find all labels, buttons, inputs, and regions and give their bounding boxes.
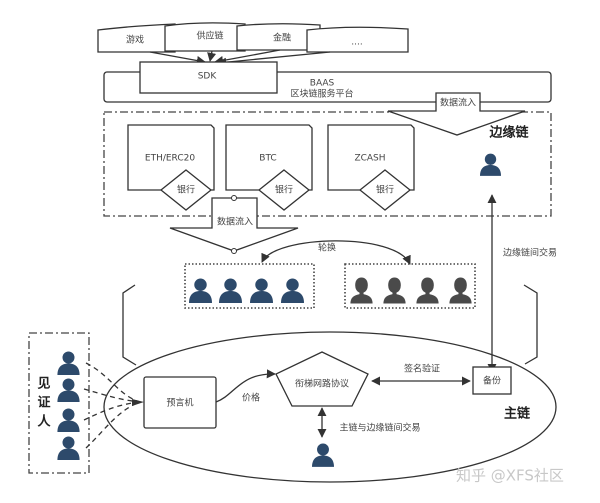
oracle-box — [143, 376, 217, 429]
witness-to-oracle-arrows — [83, 362, 144, 449]
chain-zcash-label: ZCASH — [354, 154, 385, 164]
baas-title: BAAS — [310, 79, 335, 89]
backup-box — [472, 366, 512, 395]
main-chain-user-icon — [312, 443, 334, 467]
chain-zcash: ZCASH 银行 — [327, 124, 415, 211]
sdk-label: SDK — [198, 72, 218, 82]
protocol-pentagon — [275, 351, 369, 407]
watermark: 知乎 @XFS社区 — [456, 467, 564, 485]
bank-label-zcash: 银行 — [376, 184, 394, 196]
signature-label: 签名验证 — [404, 363, 440, 375]
witness-title-char: 证 — [37, 396, 50, 411]
witness-icon — [57, 408, 80, 432]
witness-title-char: 人 — [37, 414, 51, 430]
data-flow-arrow-top: 数据流入 — [387, 92, 526, 136]
edge-chain-region — [103, 111, 552, 217]
witness-region — [28, 332, 90, 474]
validator-group-active — [184, 263, 315, 309]
standby-validator-icon — [383, 277, 406, 304]
witness-icon — [57, 378, 80, 402]
backup-label: 备份 — [483, 375, 501, 387]
bank-diamond-btc — [257, 169, 311, 211]
edge-chain-tx-label: 边缘链间交易 — [503, 247, 557, 259]
app-label-more: .... — [351, 38, 362, 48]
witness-icon — [57, 351, 80, 375]
data-flow-mid-label: 数据流入 — [217, 216, 253, 228]
price-label: 价格 — [242, 392, 260, 404]
standby-validator-icon — [416, 277, 439, 304]
standby-validator-icon — [350, 277, 373, 304]
main-edge-tx-label: 主链与边缘链间交易 — [339, 422, 420, 434]
bank-label-btc: 银行 — [275, 184, 293, 196]
witness-title-char: 见 — [37, 377, 50, 392]
chain-eth-label: ETH/ERC20 — [145, 154, 195, 164]
rotation-arrow: 轮换 — [261, 240, 411, 265]
edge-chain-title: 边缘链 — [488, 125, 529, 141]
data-flow-top-label: 数据流入 — [440, 97, 476, 109]
validator-icon — [281, 278, 304, 303]
sdk-box — [139, 61, 278, 94]
oracle-label: 预言机 — [166, 397, 193, 409]
data-flow-arrow-mid: 数据流入 — [169, 195, 299, 254]
validator-icon — [250, 278, 273, 303]
validator-group-standby — [344, 263, 476, 309]
bank-diamond-eth — [159, 169, 213, 211]
price-arrow — [215, 369, 276, 403]
main-chain-ellipse — [103, 331, 557, 483]
edge-chain-user-icon — [480, 153, 501, 176]
bank-diamond-zcash — [358, 169, 412, 211]
app-box-more: .... — [306, 26, 409, 53]
app-label-games: 游戏 — [126, 34, 144, 46]
bracket-right — [523, 284, 538, 365]
validator-icon — [189, 278, 212, 303]
main-chain-title: 主链 — [504, 406, 531, 422]
bank-label-eth: 银行 — [177, 184, 195, 196]
app-label-supply-chain: 供应链 — [196, 30, 223, 42]
witness-icon — [57, 436, 80, 460]
app-label-finance: 金融 — [273, 32, 291, 44]
chain-eth: ETH/ERC20 银行 — [127, 124, 215, 211]
rotation-label: 轮换 — [318, 242, 336, 254]
app-to-sdk-arrows — [149, 49, 331, 67]
app-box-games: 游戏 — [97, 23, 176, 53]
bracket-left — [122, 284, 137, 366]
baas-subtitle: 区块链服务平台 — [290, 88, 353, 100]
validator-icon — [219, 278, 242, 303]
app-box-supply-chain: 供应链 — [164, 22, 246, 52]
standby-validator-icon — [449, 277, 472, 304]
chain-btc-label: BTC — [259, 154, 276, 164]
protocol-label: 衔梯网路协议 — [295, 378, 349, 390]
chain-btc: BTC 银行 — [225, 124, 313, 211]
